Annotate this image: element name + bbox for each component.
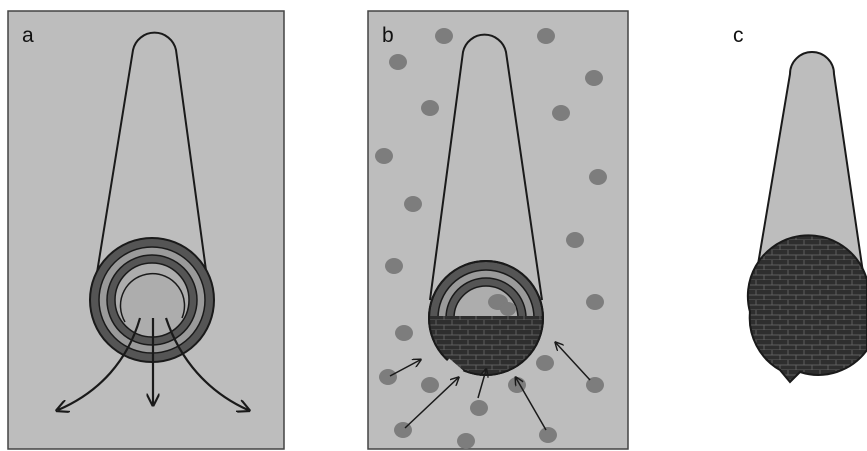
panel-a-label: a xyxy=(22,24,34,47)
panel-a-background xyxy=(8,11,284,449)
panel-b-entering-particle xyxy=(500,302,516,316)
particle xyxy=(585,70,603,86)
particle xyxy=(586,294,604,310)
particle xyxy=(421,100,439,116)
panel-c-brick-cell xyxy=(748,235,867,382)
particle xyxy=(552,105,570,121)
particle xyxy=(385,258,403,274)
panel-b: b xyxy=(368,11,628,449)
particle xyxy=(395,325,413,341)
particle xyxy=(537,28,555,44)
panel-a: a xyxy=(8,11,284,449)
particle xyxy=(470,400,488,416)
particle xyxy=(457,433,475,449)
panel-c-label: c xyxy=(733,24,744,47)
particle xyxy=(389,54,407,70)
particle xyxy=(435,28,453,44)
panel-c: c xyxy=(733,24,867,382)
particle xyxy=(566,232,584,248)
particle xyxy=(404,196,422,212)
particle xyxy=(539,427,557,443)
particle xyxy=(536,355,554,371)
panel-b-label: b xyxy=(382,24,394,47)
particle xyxy=(375,148,393,164)
particle xyxy=(421,377,439,393)
particle xyxy=(379,369,397,385)
particle xyxy=(589,169,607,185)
